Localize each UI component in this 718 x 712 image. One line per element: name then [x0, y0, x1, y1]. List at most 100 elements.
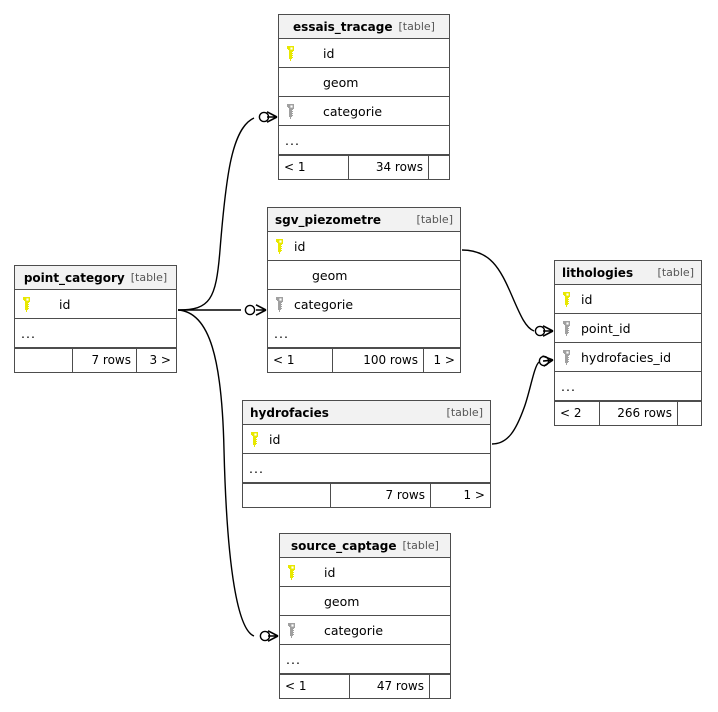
- column-row-id[interactable]: id: [243, 425, 490, 454]
- footer-next-page-button[interactable]: 1 >: [463, 488, 485, 502]
- footer-prev-page-button[interactable]: < 1: [268, 349, 333, 372]
- table-kind-label: [table]: [657, 265, 694, 279]
- column-name: hydrofacies_id: [581, 349, 672, 365]
- primary-key-icon: [285, 45, 301, 62]
- column-name: ...: [285, 132, 300, 148]
- footer-next-page-button[interactable]: [678, 402, 701, 425]
- table-header-source_captage[interactable]: source_captage[table]: [280, 534, 450, 558]
- column-row-id[interactable]: id: [15, 290, 176, 319]
- primary-key-icon: [561, 291, 577, 308]
- table-kind-label: [table]: [130, 270, 168, 284]
- footer-next-page-button[interactable]: 1 >: [433, 353, 455, 367]
- column-name: id: [324, 564, 336, 580]
- table-footer-point_category: 7 rows 3 >: [15, 348, 176, 372]
- table-kind-label: [table]: [446, 405, 483, 419]
- footer-next-page-button[interactable]: [429, 156, 449, 179]
- footer-next-page-button[interactable]: [430, 675, 450, 698]
- table-source_captage[interactable]: source_captage[table]id geom categorie...<…: [279, 533, 451, 699]
- column-row-id[interactable]: id: [268, 232, 460, 261]
- column-row-more[interactable]: ...: [268, 319, 460, 348]
- column-row-more[interactable]: ...: [15, 319, 176, 348]
- column-row-hydrofacies_id[interactable]: hydrofacies_id: [555, 343, 701, 372]
- rel-hydrofacies-lithologies[interactable]: [491, 355, 554, 445]
- rel-point-category-sgv-piezometre[interactable]: [178, 304, 267, 316]
- column-row-id[interactable]: id: [279, 39, 449, 68]
- table-kind-label: [table]: [416, 212, 453, 226]
- column-row-id[interactable]: id: [555, 285, 701, 314]
- foreign-key-icon: [286, 622, 302, 639]
- column-row-categorie[interactable]: categorie: [279, 97, 449, 126]
- table-lithologies[interactable]: lithologies [table] id point_id hydrofacies_…: [554, 260, 702, 426]
- column-row-more[interactable]: ...: [555, 372, 701, 401]
- table-essais_tracage[interactable]: essais_tracage[table]id geom categorie... <…: [278, 14, 450, 180]
- table-title: point_category: [23, 270, 125, 285]
- column-row-geom[interactable]: geom: [279, 68, 449, 97]
- key-icon-placeholder: [274, 267, 290, 284]
- column-name: ...: [274, 325, 289, 341]
- column-name: geom: [312, 267, 348, 283]
- table-header-hydrofacies[interactable]: hydrofacies [table]: [243, 401, 490, 425]
- primary-key-icon: [274, 238, 290, 255]
- column-row-point_id[interactable]: point_id: [555, 314, 701, 343]
- crows-foot-marker: [267, 630, 279, 642]
- footer-prev-page-button[interactable]: < 1: [280, 675, 350, 698]
- column-row-geom[interactable]: geom: [280, 587, 450, 616]
- column-name: geom: [323, 74, 359, 90]
- table-title: lithologies: [562, 265, 634, 280]
- key-icon-placeholder: [285, 74, 301, 91]
- relationship-line: [461, 249, 535, 332]
- column-name: id: [323, 45, 335, 61]
- column-name: geom: [324, 593, 360, 609]
- crows-foot-marker: [255, 304, 267, 316]
- footer-prev-page-button[interactable]: < 1: [279, 156, 349, 179]
- optional-cardinality-marker: [534, 325, 546, 337]
- column-row-geom[interactable]: geom: [268, 261, 460, 290]
- table-hydrofacies[interactable]: hydrofacies [table] id...7 rows 1 >: [242, 400, 491, 508]
- relationship-line: [491, 361, 540, 445]
- column-name: point_id: [581, 320, 631, 336]
- table-header-essais_tracage[interactable]: essais_tracage[table]: [279, 15, 449, 39]
- column-name: categorie: [323, 103, 383, 119]
- crows-foot-marker: [542, 325, 554, 337]
- column-row-more[interactable]: ...: [280, 645, 450, 674]
- primary-key-icon: [286, 564, 302, 581]
- footer-prev-page-button[interactable]: [15, 349, 73, 372]
- footer-row-count: 7 rows: [73, 349, 137, 372]
- optional-cardinality-marker: [244, 304, 256, 316]
- footer-row-count: 34 rows: [349, 156, 429, 179]
- column-row-more[interactable]: ...: [279, 126, 449, 155]
- column-name: id: [294, 238, 306, 254]
- rel-point-category-essais-tracage[interactable]: [177, 111, 278, 311]
- table-header-sgv_piezometre[interactable]: sgv_piezometre[table]: [268, 208, 460, 232]
- column-row-id[interactable]: id: [280, 558, 450, 587]
- footer-row-count: 7 rows: [331, 484, 431, 507]
- relationship-line: [177, 117, 255, 311]
- footer-prev-page-button[interactable]: < 2: [555, 402, 600, 425]
- footer-next-page-button[interactable]: 3 >: [149, 353, 171, 367]
- footer-row-count: 266 rows: [600, 402, 678, 425]
- rel-sgv-piezometre-lithologies[interactable]: [461, 249, 554, 337]
- optional-cardinality-marker: [538, 355, 550, 367]
- column-row-more[interactable]: ...: [243, 454, 490, 483]
- column-name: categorie: [324, 622, 384, 638]
- foreign-key-icon: [274, 296, 290, 313]
- column-name: id: [269, 431, 281, 447]
- table-point_category[interactable]: point_category [table] id... 7 rows 3 >: [14, 265, 177, 373]
- primary-key-icon: [21, 296, 37, 313]
- column-row-categorie[interactable]: categorie: [268, 290, 460, 319]
- column-name: ...: [21, 325, 36, 341]
- table-title: hydrofacies: [250, 405, 329, 420]
- footer-prev-page-button[interactable]: [243, 484, 331, 507]
- footer-row-count: 100 rows: [333, 349, 424, 372]
- column-name: id: [59, 296, 71, 312]
- column-row-categorie[interactable]: categorie: [280, 616, 450, 645]
- table-header-lithologies[interactable]: lithologies [table]: [555, 261, 701, 285]
- table-header-point_category[interactable]: point_category [table]: [15, 266, 176, 290]
- table-title: essais_tracage: [293, 19, 393, 34]
